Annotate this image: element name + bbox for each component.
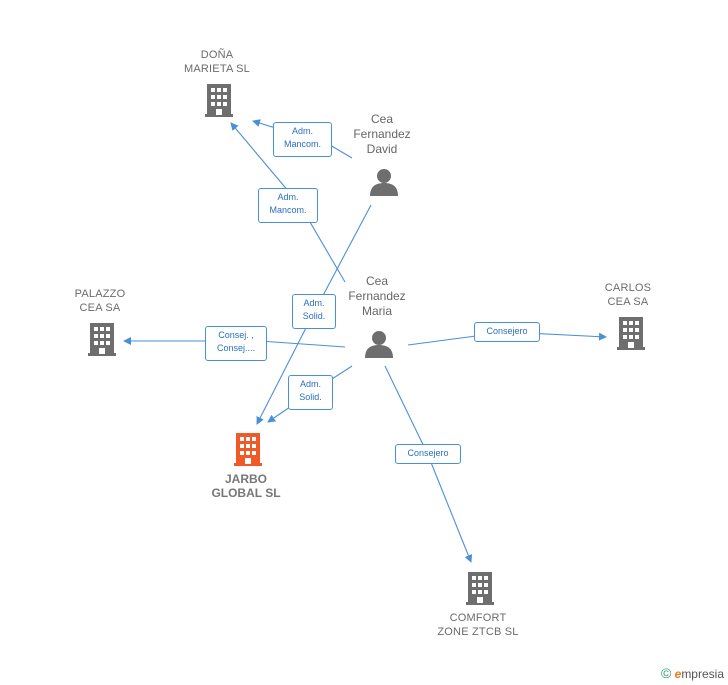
relation-label-maria-jarbo[interactable]: Adm. Solid. — [288, 375, 333, 410]
empresia-watermark: © empresia — [661, 665, 724, 681]
person-label-cea-maria[interactable]: Cea Fernandez Maria — [348, 274, 406, 318]
company-label-dona-marieta[interactable]: DOÑA MARIETA SL — [184, 49, 250, 75]
company-label-comfort[interactable]: COMFORT ZONE ZTCB SL — [437, 612, 519, 638]
relation-label-maria-comfort[interactable]: Consejero — [395, 444, 461, 464]
building-icon[interactable] — [205, 84, 233, 117]
copyright-symbol: © — [660, 665, 672, 681]
brand-name: mpresia — [681, 667, 724, 681]
relation-label-maria-palazzo[interactable]: Consej. , Consej.... — [205, 326, 267, 361]
building-icon[interactable] — [466, 572, 494, 605]
company-label-jarbo[interactable]: JARBO GLOBAL SL — [211, 472, 281, 500]
person-icon[interactable] — [365, 331, 393, 358]
relation-label-maria-dona[interactable]: Adm. Mancom. — [258, 188, 318, 223]
relation-label-maria-carlos[interactable]: Consejero — [474, 322, 540, 342]
brand-initial: e — [674, 667, 682, 681]
edge-maria-comfort — [384, 365, 473, 563]
building-icon[interactable] — [88, 323, 116, 356]
company-label-palazzo[interactable]: PALAZZO CEA SA — [74, 288, 126, 314]
person-icon[interactable] — [370, 169, 398, 196]
building-icon[interactable] — [617, 317, 645, 350]
building-icon-main[interactable] — [234, 433, 262, 466]
relation-label-david-jarbo[interactable]: Adm. Solid. — [292, 294, 336, 329]
company-label-carlos[interactable]: CARLOS CEA SA — [604, 282, 652, 308]
person-label-cea-david[interactable]: Cea Fernandez David — [353, 112, 411, 156]
relation-label-david-dona[interactable]: Adm. Mancom. — [273, 122, 332, 157]
